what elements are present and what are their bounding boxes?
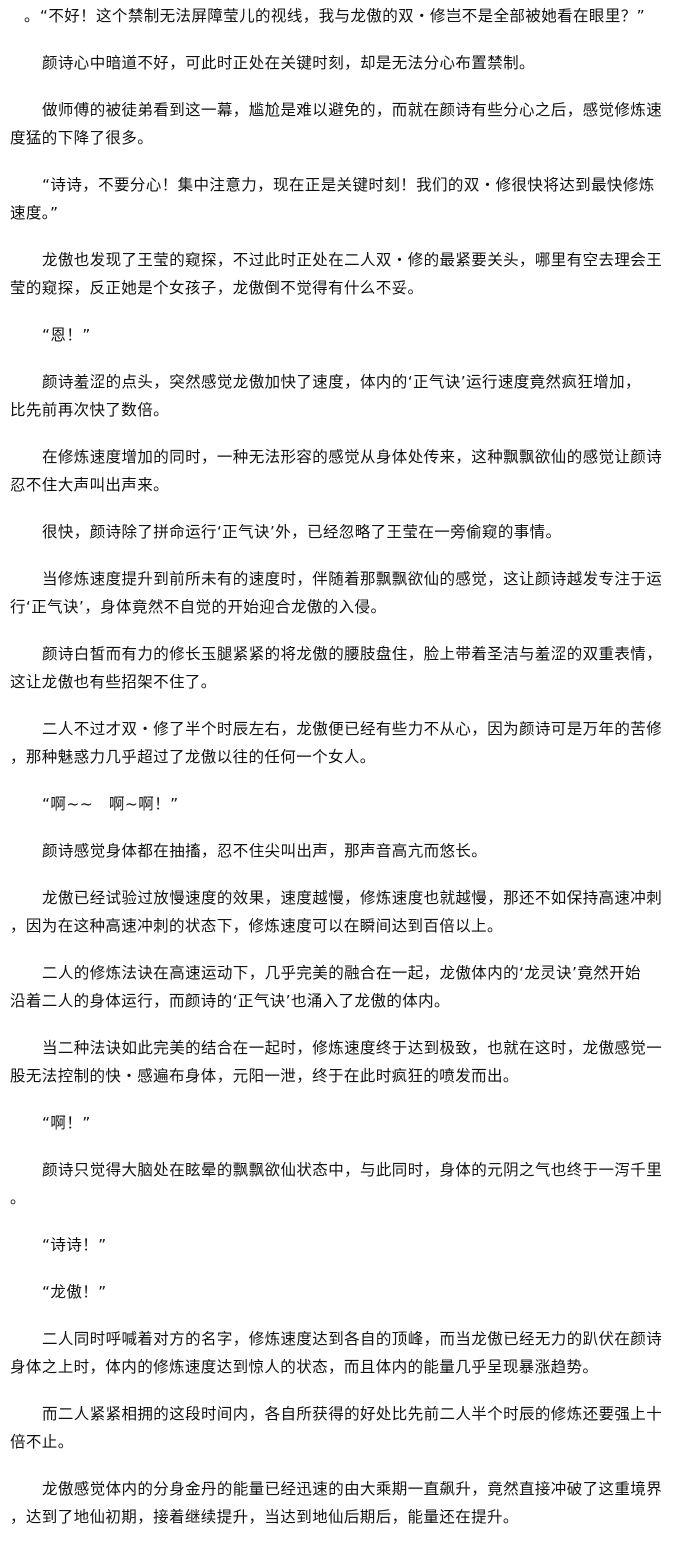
- paragraph: 而二人紧紧相拥的这段时间内，各自所获得的好处比先前二人半个时辰的修炼还要强上十倍…: [0, 1400, 680, 1456]
- paragraph-line: 很快，颜诗除了拼命运行‘正气诀’外，已经忽略了王莹在一旁偷窥的事情。: [42, 523, 562, 541]
- paragraph: 二人的修炼法诀在高速运动下，几乎完美的融合在一起，龙傲体内的‘龙灵诀’竟然开始沿…: [0, 959, 680, 1015]
- paragraph-line: 股无法控制的快・感遍布身体，元阳一泄，终于在此时疯狂的喷发而出。: [10, 1067, 519, 1085]
- paragraph: “啊~~ 啊~啊！”: [0, 790, 680, 818]
- paragraph-line: 在修炼速度增加的同时，一种无法形容的感觉从身体处传来，这种飘飘欲仙的感觉让颜诗: [42, 448, 663, 466]
- paragraph-line: “啊！”: [42, 1114, 91, 1132]
- paragraph-line: 颜诗感觉身体都在抽搐，忍不住尖叫出声，那声音高亢而悠长。: [42, 842, 488, 860]
- paragraph-line: 忍不住大声叫出声来。: [10, 476, 170, 494]
- paragraph: 很快，颜诗除了拼命运行‘正气诀’外，已经忽略了王莹在一旁偷窥的事情。: [0, 518, 680, 546]
- paragraph-line: 颜诗白皙而有力的修长玉腿紧紧的将龙傲的腰肢盘住，脸上带着圣洁与羞涩的双重表情，: [42, 645, 663, 663]
- paragraph: 当二种法诀如此完美的结合在一起时，修炼速度终于达到极致，也就在这时，龙傲感觉一股…: [0, 1034, 680, 1090]
- paragraph-line: 当修炼速度提升到前所未有的速度时，伴随着那飘飘欲仙的感觉，这让颜诗越发专注于运: [42, 570, 663, 588]
- paragraph-line: 度猛的下降了很多。: [10, 129, 154, 147]
- document-body: 。“不好！这个禁制无法屏障莹儿的视线，我与龙傲的双・修岂不是全部被她看在眼里？”…: [0, 2, 680, 1531]
- paragraph-line: 比先前再次快了数倍。: [10, 401, 170, 419]
- paragraph: 。“不好！这个禁制无法屏障莹儿的视线，我与龙傲的双・修岂不是全部被她看在眼里？”: [0, 2, 680, 30]
- paragraph: 颜诗心中暗道不好，可此时正处在关键时刻，却是无法分心布置禁制。: [0, 49, 680, 77]
- paragraph-line: 二人同时呼喊着对方的名字，修炼速度达到各自的顶峰，而当龙傲已经无力的趴伏在颜诗: [42, 1330, 663, 1348]
- paragraph-line: 龙傲感觉体内的分身金丹的能量已经迅速的由大乘期一直飙升，竟然直接冲破了这重境界: [42, 1480, 663, 1498]
- paragraph-line: 颜诗只觉得大脑处在眩晕的飘飘欲仙状态中，与此同时，身体的元阴之气也终于一泻千里: [42, 1161, 663, 1179]
- paragraph-line: 龙傲也发现了王莹的窥探，不过此时正处在二人双・修的最紧要关头，哪里有空去理会王: [42, 251, 663, 269]
- paragraph: “恩！”: [0, 321, 680, 349]
- paragraph-line: 身体之上时，体内的修炼速度达到惊人的状态，而且体内的能量几乎呈现暴涨趋势。: [10, 1358, 599, 1376]
- paragraph-line: 沿着二人的身体运行，而颜诗的‘正气诀’也涌入了龙傲的体内。: [10, 992, 450, 1010]
- paragraph-line: 这让龙傲也有些招架不住了。: [10, 673, 217, 691]
- paragraph-line: ，那种魅惑力几乎超过了龙傲以往的任何一个女人。: [10, 748, 376, 766]
- paragraph-line: “龙傲！”: [42, 1283, 107, 1301]
- paragraph-line: 。“不好！这个禁制无法屏障莹儿的视线，我与龙傲的双・修岂不是全部被她看在眼里？”: [24, 7, 646, 25]
- paragraph-line: “诗诗！”: [42, 1236, 107, 1254]
- paragraph-line: 龙傲已经试验过放慢速度的效果，速度越慢，修炼速度也就越慢，那还不如保持高速冲刺: [42, 889, 663, 907]
- paragraph: 在修炼速度增加的同时，一种无法形容的感觉从身体处传来，这种飘飘欲仙的感觉让颜诗忍…: [0, 443, 680, 499]
- paragraph-line: 颜诗羞涩的点头，突然感觉龙傲加快了速度，体内的‘正气诀’运行速度竟然疯狂增加，: [42, 373, 641, 391]
- paragraph: 龙傲感觉体内的分身金丹的能量已经迅速的由大乘期一直飙升，竟然直接冲破了这重境界 ，…: [0, 1475, 680, 1531]
- paragraph: “诗诗！”: [0, 1231, 680, 1259]
- paragraph: 颜诗白皙而有力的修长玉腿紧紧的将龙傲的腰肢盘住，脸上带着圣洁与羞涩的双重表情， 这…: [0, 640, 680, 696]
- paragraph-line: 莹的窥探，反正她是个女孩子，龙傲倒不觉得有什么不妥。: [10, 279, 424, 297]
- paragraph: 二人同时呼喊着对方的名字，修炼速度达到各自的顶峰，而当龙傲已经无力的趴伏在颜诗身…: [0, 1325, 680, 1381]
- paragraph-line: 颜诗心中暗道不好，可此时正处在关键时刻，却是无法分心布置禁制。: [42, 54, 535, 72]
- paragraph-line: 二人的修炼法诀在高速运动下，几乎完美的融合在一起，龙傲体内的‘龙灵诀’竟然开始: [42, 964, 641, 982]
- paragraph-line: 行‘正气诀’，身体竟然不自觉的开始迎合龙傲的入侵。: [10, 598, 387, 616]
- paragraph: 颜诗羞涩的点头，突然感觉龙傲加快了速度，体内的‘正气诀’运行速度竟然疯狂增加， 比…: [0, 368, 680, 424]
- paragraph-line: ，因为在这种高速冲刺的状态下，修炼速度可以在瞬间达到百倍以上。: [10, 917, 503, 935]
- paragraph: 做师傅的被徒弟看到这一幕，尴尬是难以避免的，而就在颜诗有些分心之后，感觉修炼速度…: [0, 96, 680, 152]
- paragraph: “啊！”: [0, 1109, 680, 1137]
- paragraph: 二人不过才双・修了半个时辰左右，龙傲便已经有些力不从心，因为颜诗可是万年的苦修 ，…: [0, 715, 680, 771]
- paragraph: 当修炼速度提升到前所未有的速度时，伴随着那飘飘欲仙的感觉，这让颜诗越发专注于运行…: [0, 565, 680, 621]
- paragraph-line: 二人不过才双・修了半个时辰左右，龙傲便已经有些力不从心，因为颜诗可是万年的苦修: [42, 720, 663, 738]
- paragraph-line: “诗诗，不要分心！集中注意力，现在正是关键时刻！我们的双・修很快将达到最快修炼: [42, 176, 655, 194]
- paragraph-line: “啊~~ 啊~啊！”: [42, 795, 179, 813]
- paragraph-line: 速度。”: [10, 204, 59, 222]
- paragraph-line: ，达到了地仙初期，接着继续提升，当达到地仙后期后，能量还在提升。: [10, 1508, 519, 1526]
- paragraph: 颜诗感觉身体都在抽搐，忍不住尖叫出声，那声音高亢而悠长。: [0, 837, 680, 865]
- paragraph-line: 。: [10, 1189, 26, 1207]
- paragraph: 龙傲已经试验过放慢速度的效果，速度越慢，修炼速度也就越慢，那还不如保持高速冲刺 ，…: [0, 884, 680, 940]
- paragraph: 颜诗只觉得大脑处在眩晕的飘飘欲仙状态中，与此同时，身体的元阴之气也终于一泻千里。: [0, 1156, 680, 1212]
- paragraph-line: 做师傅的被徒弟看到这一幕，尴尬是难以避免的，而就在颜诗有些分心之后，感觉修炼速: [42, 101, 663, 119]
- paragraph: “诗诗，不要分心！集中注意力，现在正是关键时刻！我们的双・修很快将达到最快修炼速…: [0, 171, 680, 227]
- paragraph-line: “恩！”: [42, 326, 91, 344]
- paragraph-line: 倍不止。: [10, 1433, 74, 1451]
- paragraph-line: 当二种法诀如此完美的结合在一起时，修炼速度终于达到极致，也就在这时，龙傲感觉一: [42, 1039, 663, 1057]
- paragraph: “龙傲！”: [0, 1278, 680, 1306]
- paragraph: 龙傲也发现了王莹的窥探，不过此时正处在二人双・修的最紧要关头，哪里有空去理会王莹…: [0, 246, 680, 302]
- paragraph-line: 而二人紧紧相拥的这段时间内，各自所获得的好处比先前二人半个时辰的修炼还要强上十: [42, 1405, 663, 1423]
